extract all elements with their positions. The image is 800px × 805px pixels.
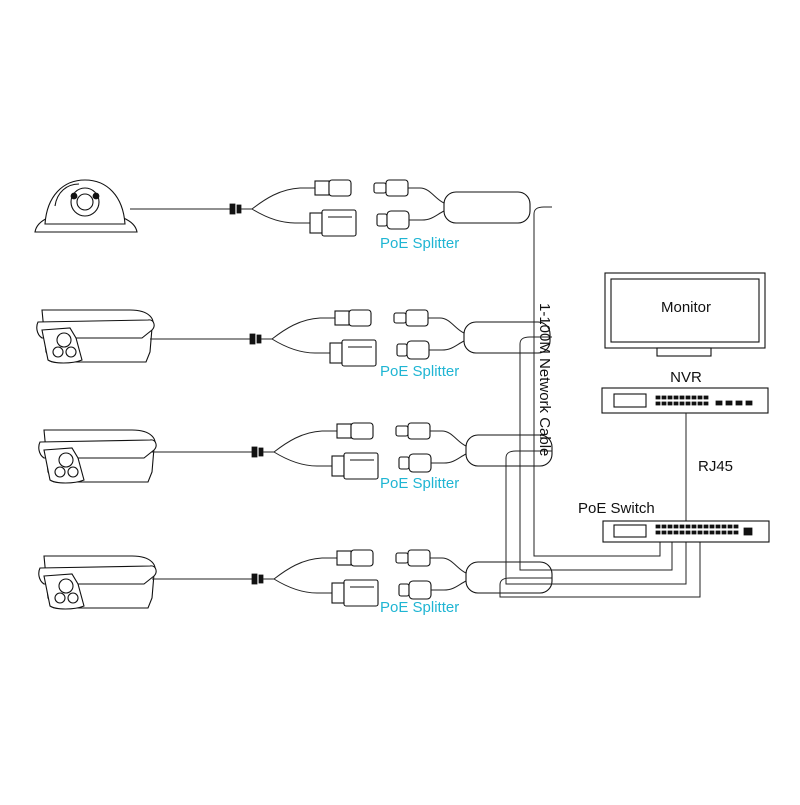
splitter-label-2: PoE Splitter <box>380 363 459 380</box>
switch-label: PoE Switch <box>578 500 655 517</box>
poe-switch-icon <box>602 520 770 543</box>
bullet-camera-icon <box>38 429 157 484</box>
nvr-label: NVR <box>670 369 702 386</box>
splitter-label-3: PoE Splitter <box>380 475 459 492</box>
network-cable-3 <box>505 450 687 585</box>
cable-label: 1-100M Network Cable <box>536 303 553 456</box>
network-cable-4 <box>499 540 701 598</box>
cable-assembly-1 <box>129 179 531 237</box>
splitter-label-1: PoE Splitter <box>380 235 459 252</box>
dome-camera-icon <box>34 179 138 233</box>
bullet-camera-icon <box>38 555 157 610</box>
nvr-icon <box>601 387 769 414</box>
monitor-label: Monitor <box>661 299 711 316</box>
bullet-camera-icon <box>36 309 155 364</box>
rj45-label: RJ45 <box>698 458 733 475</box>
cable-assembly-4 <box>151 549 553 607</box>
cable-assembly-2 <box>149 309 551 367</box>
splitter-label-4: PoE Splitter <box>380 599 459 616</box>
network-cable-1 <box>533 206 661 557</box>
monitor-icon <box>604 272 766 357</box>
network-cable-2 <box>519 336 673 571</box>
cable-assembly-3 <box>151 422 553 480</box>
